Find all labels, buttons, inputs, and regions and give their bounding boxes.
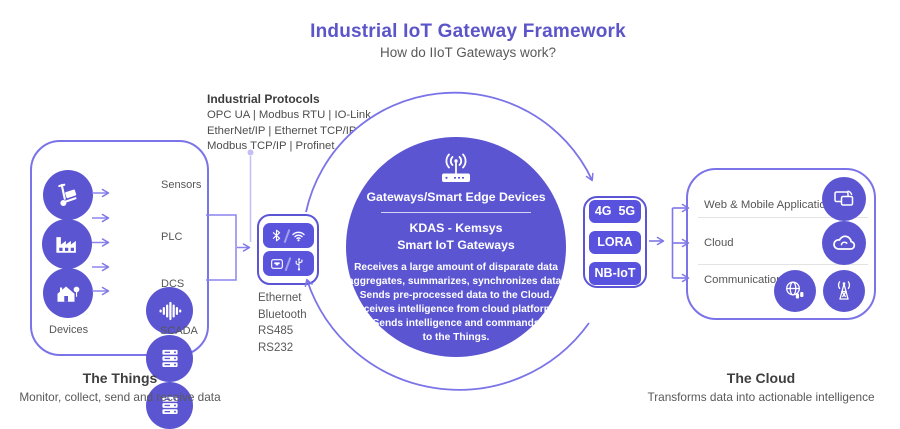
cloud-row3-label: Communication [704, 274, 783, 286]
cloud-caption-title: The Cloud [726, 370, 796, 386]
cloud-row1-label: Web & Mobile Application [704, 199, 832, 211]
industrial-protocols-block: Industrial Protocols OPC UA | Modbus RTU… [207, 92, 382, 155]
gateway-description-line: Sends intelligence and commands [372, 317, 540, 329]
factory-icon-circle [42, 219, 92, 269]
plc-server-icon-circle [146, 335, 193, 382]
gateway-description-line: Sends pre-processed data to the Cloud. [359, 289, 553, 301]
dcs-server-icon-circle [146, 382, 193, 429]
things-caption-title: The Things [82, 370, 158, 386]
protocols-line: Modbus TCP/IP | Profinet [207, 140, 335, 153]
gateway-description-line: to the Things. [422, 331, 490, 343]
bluetooth-icon [273, 229, 281, 242]
cloud-row-divider [698, 264, 868, 265]
server-icon [161, 349, 178, 367]
local-link-label: Bluetooth [258, 308, 307, 321]
gateway-description-line: Receives a large amount of disparate dat… [354, 262, 558, 274]
protocols-line: OPC UA | Modbus RTU | IO-Link [207, 109, 371, 121]
cloud-row2-label: Cloud [704, 237, 734, 249]
smart-home-icon-circle [43, 268, 93, 318]
page-title: Industrial IoT Gateway Framework [310, 21, 626, 42]
cloud-sync-icon [833, 235, 856, 250]
gateway-description-line: aggregates, summarizes, synchronizes dat… [347, 276, 565, 288]
cloud-caption-subtitle: Transforms data into actionable intellig… [647, 390, 875, 404]
wireless-links-row [262, 223, 314, 248]
gateway-heading: Gateways/Smart Edge Devices [366, 190, 546, 204]
cloud-row-divider [698, 217, 868, 218]
sensor-wave-icon [159, 301, 181, 320]
industrial-protocols-title: Industrial Protocols [207, 92, 320, 106]
local-link-label: Ethernet [258, 292, 302, 304]
gateway-brand-line1: KDAS - Kemsys [409, 221, 503, 235]
protocols-line: EtherNet/IP | Ethernet TCP/IP [207, 124, 357, 137]
things-caption-subtitle: Monitor, collect, send and receive data [19, 390, 221, 404]
dcs-label: DCS [161, 278, 185, 290]
wan-links-box: 4G 5G LORA NB-IoT [583, 196, 647, 288]
gateway-circle: Gateways/Smart Edge Devices KDAS - Kemsy… [346, 137, 566, 357]
radio-tower-icon [837, 281, 851, 300]
globe-plug-icon-circle [774, 270, 816, 312]
cloud-box: Web & Mobile Application Cloud Communica… [686, 168, 876, 320]
gateway-brand-line2: Smart IoT Gateways [397, 237, 515, 252]
things-output-bracket [206, 214, 237, 281]
plc-label: PLC [161, 231, 183, 243]
things-caption: The Things Monitor, collect, send and re… [10, 370, 230, 404]
local-link-label: RS485 [258, 325, 294, 338]
hand-truck-icon [58, 183, 77, 206]
ethernet-port-icon [271, 258, 284, 269]
cloud-caption: The Cloud Transforms data into actionabl… [631, 370, 891, 404]
devices-sync-icon-circle [822, 177, 866, 221]
radio-tower-icon-circle [823, 270, 865, 312]
local-links-list: Ethernet Bluetooth RS485 RS232 [258, 290, 307, 357]
cloud-sync-icon-circle [822, 221, 866, 265]
wan-badge-lora: LORA [589, 230, 641, 254]
devices-sync-icon [834, 190, 854, 206]
scada-label: SCADA [160, 325, 198, 337]
hand-truck-icon-circle [43, 170, 93, 220]
devices-label: Devices [49, 324, 89, 336]
wan-badge-nbiot: NB-IoT [589, 261, 641, 285]
router-antenna-icon [442, 153, 470, 182]
page-subtitle: How do IIoT Gateways work? [379, 45, 557, 60]
smart-home-icon [57, 286, 80, 302]
factory-icon [56, 237, 76, 253]
usb-icon [295, 257, 303, 270]
sensors-label: Sensors [161, 179, 202, 191]
gateway-divider [381, 212, 531, 213]
local-connectivity-box [257, 214, 319, 285]
wan-badge-4g-5g: 4G 5G [589, 199, 641, 223]
things-box: Sensors PLC DCS SCADA Devices [30, 140, 209, 429]
server-icon [161, 396, 178, 414]
gateway-description: Receives a large amount of disparate dat… [348, 261, 564, 344]
sensor-wave-icon-circle [146, 287, 193, 334]
gateway-description-line: Receives intelligence from cloud platfor… [350, 303, 562, 315]
wired-links-row [262, 251, 314, 276]
globe-plug-icon [786, 281, 804, 299]
wifi-icon [292, 231, 305, 242]
local-link-label: RS232 [258, 342, 294, 355]
